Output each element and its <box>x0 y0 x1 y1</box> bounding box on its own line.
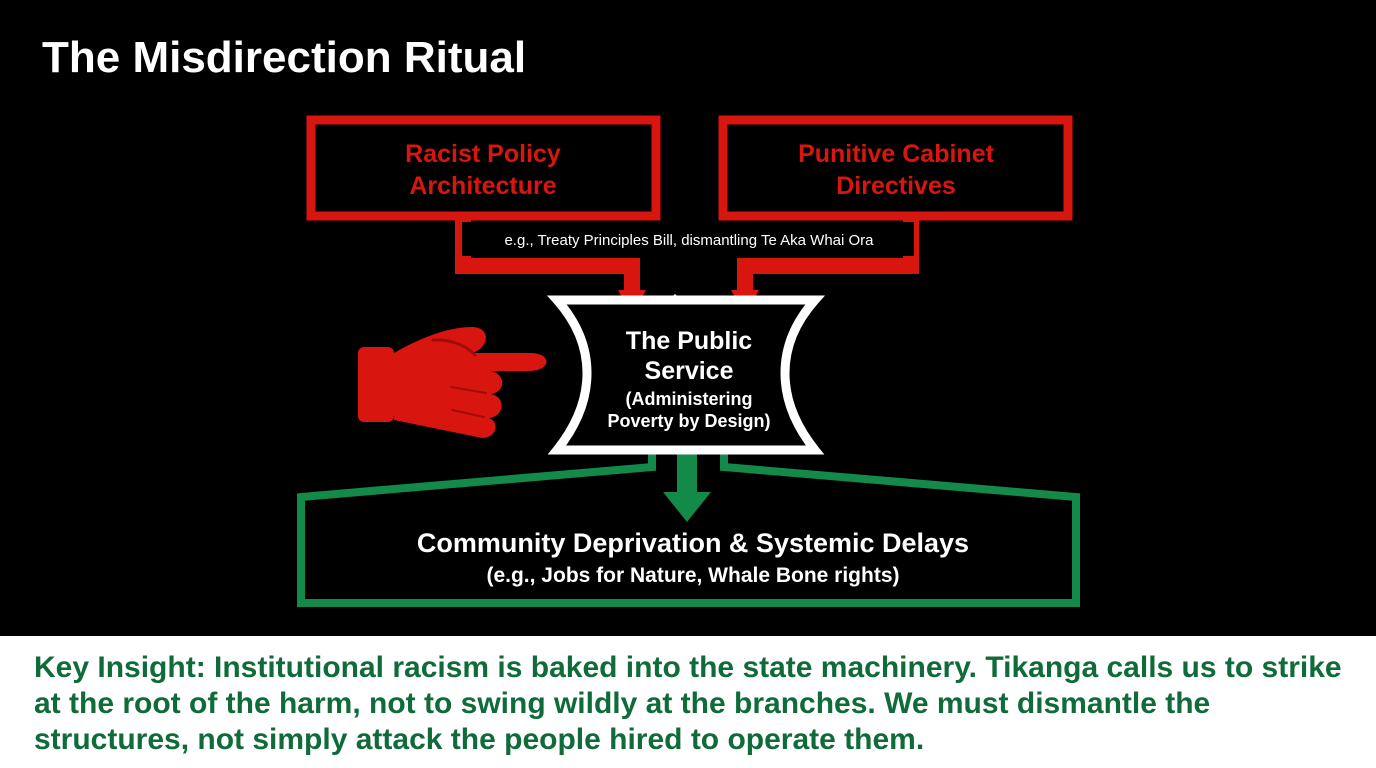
policy-example-label: e.g., Treaty Principles Bill, dismantlin… <box>504 232 874 249</box>
misdirection-diagram: e.g., Treaty Principles Bill, dismantlin… <box>297 115 1080 607</box>
key-insight-text: Key Insight: Institutional racism is bak… <box>34 651 1342 756</box>
public-service-line4: Poverty by Design) <box>607 411 770 431</box>
outcome-box: Community Deprivation & Systemic Delays … <box>417 528 969 587</box>
public-service-line2: Service <box>645 357 734 385</box>
policy-box-right-line1: Punitive Cabinet <box>798 140 995 168</box>
outcome-connector <box>297 448 1080 607</box>
public-service-line3: (Administering <box>625 389 752 409</box>
outcome-arrowhead <box>663 492 711 522</box>
key-insight-panel: Key Insight: Institutional racism is bak… <box>0 636 1376 768</box>
outcome-arrow-shaft <box>677 448 697 494</box>
slide-title: The Misdirection Ritual <box>42 33 527 82</box>
outcome-line2: (e.g., Jobs for Nature, Whale Bone right… <box>486 564 899 587</box>
public-service-node: The Public Service (Administering Povert… <box>546 294 826 455</box>
public-service-line1: The Public <box>626 327 753 355</box>
outcome-line1: Community Deprivation & Systemic Delays <box>417 528 969 558</box>
policy-box-right-line2: Directives <box>836 172 956 200</box>
policy-box-left: Racist Policy Architecture <box>306 115 661 221</box>
policy-box-left-line1: Racist Policy <box>405 140 561 168</box>
pointing-hand-icon <box>358 327 547 438</box>
policy-box-right: Punitive Cabinet Directives <box>718 115 1073 221</box>
public-service-notch <box>664 294 686 304</box>
policy-connector <box>455 215 919 316</box>
policy-box-left-line2: Architecture <box>409 172 556 200</box>
